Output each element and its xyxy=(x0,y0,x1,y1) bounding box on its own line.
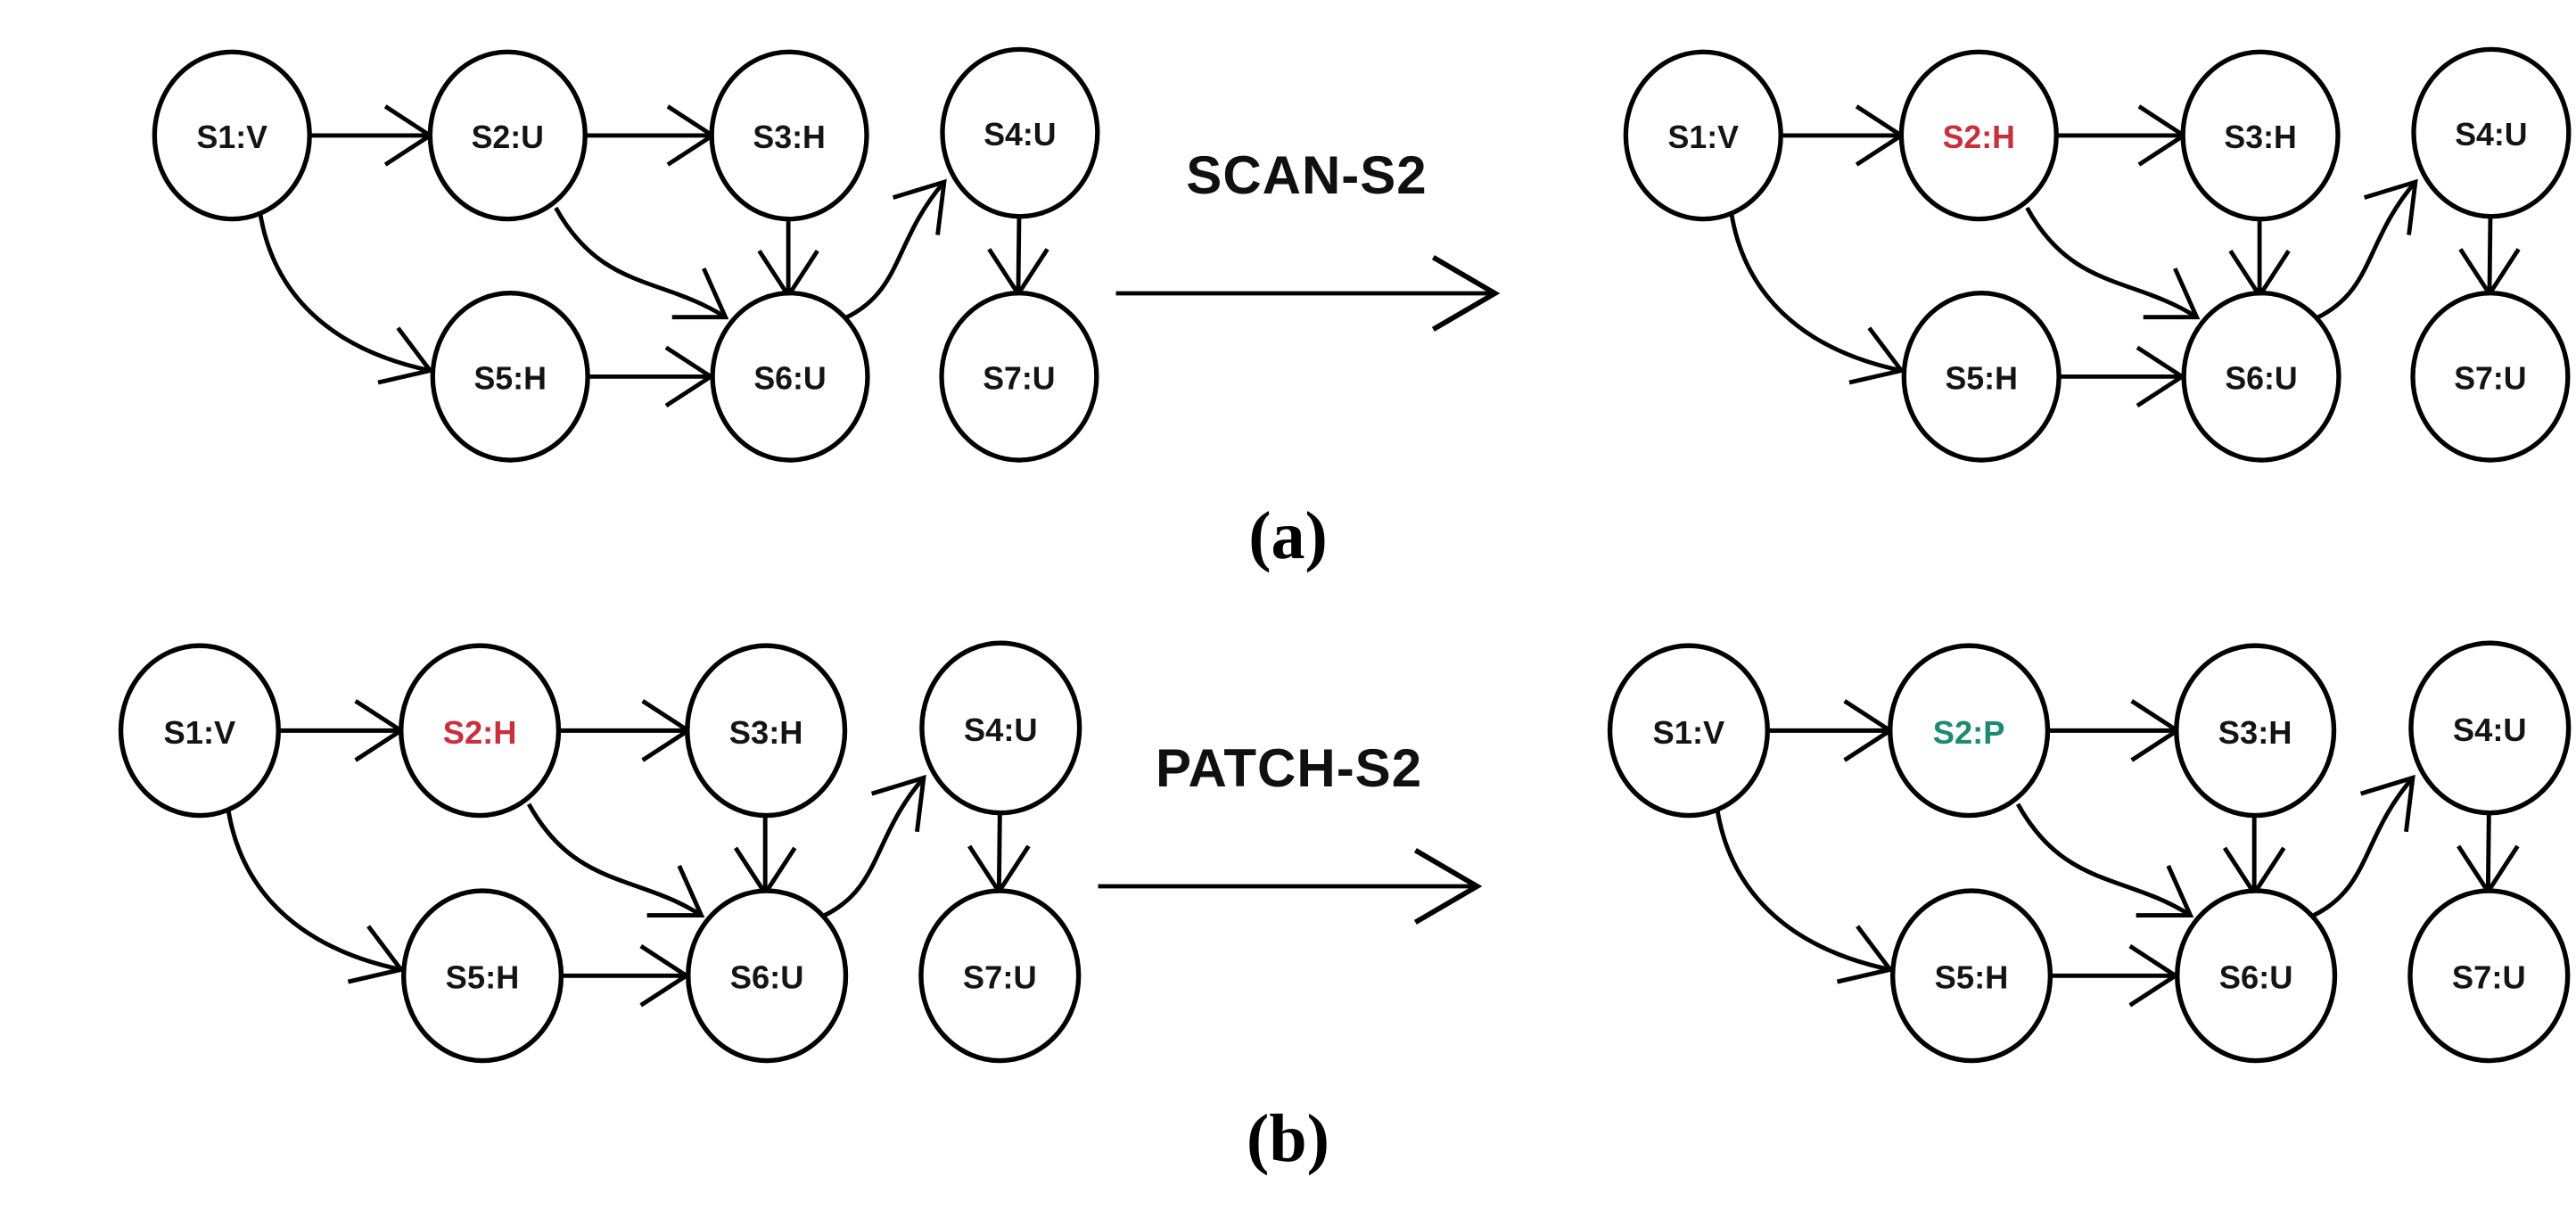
node-S7 xyxy=(918,888,1082,1064)
node-S6 xyxy=(2174,888,2337,1064)
node-label-S1: S1:V xyxy=(1652,714,1724,751)
caption-b: (b) xyxy=(1247,1101,1329,1176)
node-label-S2: S2:H xyxy=(1942,119,2014,155)
node-S4 xyxy=(940,46,1100,219)
edge-S2-S6 xyxy=(2024,206,2198,319)
node-label-S5: S5:H xyxy=(473,360,546,396)
caption-a: (a) xyxy=(1248,498,1328,573)
node-S2 xyxy=(1898,49,2059,222)
node-label-S6: S6:U xyxy=(730,959,804,996)
node-label-S4: S4:U xyxy=(983,117,1056,152)
edge-S4-S7 xyxy=(2485,814,2491,893)
node-S2 xyxy=(1887,643,2050,819)
node-S5 xyxy=(400,888,564,1064)
arrowhead-icon-S6-S4 xyxy=(2359,774,2416,833)
arrowhead-icon-S1-S5 xyxy=(377,326,434,385)
edge-S4-S7 xyxy=(996,814,1002,893)
arrowhead-icon-S2-S6 xyxy=(2143,267,2200,320)
node-label-S2: S2:H xyxy=(443,714,517,751)
node-label-S4: S4:U xyxy=(2452,712,2526,748)
edge-S6-S4 xyxy=(2315,180,2417,320)
edge-S2-S6 xyxy=(554,206,727,319)
node-S7 xyxy=(939,291,1099,463)
panel-b-row: S1:V S2:H S3:H S4:U S5:H S6:U S7:U PATCH-S2 S1… xyxy=(0,597,2576,1092)
node-S4 xyxy=(919,640,1082,816)
node-label-S6: S6:U xyxy=(2218,959,2292,996)
arrowhead-icon-S1-S5 xyxy=(1848,326,1905,385)
node-S1 xyxy=(118,643,281,819)
node-label-S3: S3:H xyxy=(753,119,825,155)
node-label-S4: S4:U xyxy=(2455,117,2527,152)
node-S4 xyxy=(2410,46,2571,219)
arrowhead-icon-S6-S4 xyxy=(870,774,926,833)
node-label-S2: S2:U xyxy=(472,119,544,155)
panel-b-left-graph: S1:V S2:H S3:H S4:U S5:H S6:U S7:U xyxy=(118,640,1082,1064)
node-S3 xyxy=(2173,643,2336,819)
transform-arrow-icon xyxy=(1098,848,1482,925)
edge-S6-S4 xyxy=(2310,776,2415,918)
operation-label-scan: SCAN-S2 xyxy=(1186,145,1428,205)
node-label-S4: S4:U xyxy=(964,712,1038,748)
node-S1 xyxy=(1607,643,1770,819)
node-label-S5: S5:H xyxy=(1945,360,2017,396)
node-S7 xyxy=(2409,291,2570,463)
arrowhead-icon-S1-S5 xyxy=(1836,925,1894,984)
edge-S1-S5 xyxy=(257,209,431,373)
node-label-S6: S6:U xyxy=(2225,360,2297,396)
node-S2 xyxy=(399,643,562,819)
panel-a-right-graph: S1:V S2:H S3:H S4:U S5:H S6:U S7:U xyxy=(1623,46,2571,463)
node-S3 xyxy=(709,49,869,222)
panel-a-row: S1:V S2:U S3:H S4:U S5:H S6:U S7:U SCAN-S2 S1:… xyxy=(0,4,2576,491)
node-S2 xyxy=(427,49,588,222)
node-label-S6: S6:U xyxy=(753,360,826,396)
node-S1 xyxy=(1623,49,1783,222)
node-S3 xyxy=(2180,49,2341,222)
node-label-S5: S5:H xyxy=(1934,959,2008,996)
arrowhead-icon-S2-S6 xyxy=(2136,864,2193,917)
edge-S6-S4 xyxy=(844,180,946,320)
panel-b-transform: PATCH-S2 xyxy=(1088,597,1491,1078)
node-label-S1: S1:V xyxy=(197,119,268,155)
arrowhead-icon-S6-S4 xyxy=(892,178,947,235)
node-label-S7: S7:U xyxy=(983,360,1055,396)
node-S6 xyxy=(686,888,849,1064)
node-label-S7: S7:U xyxy=(963,959,1037,996)
node-label-S3: S3:H xyxy=(2224,119,2296,155)
node-S3 xyxy=(685,643,848,819)
node-label-S7: S7:U xyxy=(2451,959,2525,996)
operation-label-patch: PATCH-S2 xyxy=(1155,738,1423,798)
node-S6 xyxy=(710,291,870,463)
panel-a-left-graph: S1:V S2:U S3:H S4:U S5:H S6:U S7:U xyxy=(152,46,1100,463)
edge-S1-S5 xyxy=(1714,805,1890,972)
node-S1 xyxy=(152,49,312,222)
edge-S2-S6 xyxy=(2015,802,2192,917)
node-label-S1: S1:V xyxy=(1667,119,1739,155)
arrowhead-icon-S2-S6 xyxy=(671,267,729,320)
arrowhead-icon-S6-S4 xyxy=(2363,178,2418,235)
node-S7 xyxy=(2407,888,2570,1064)
arrowhead-icon-S1-S5 xyxy=(347,925,405,984)
panel-b-right-graph: S1:V S2:P S3:H S4:U S5:H S6:U S7:U xyxy=(1607,640,2571,1064)
edge-S4-S7 xyxy=(2487,218,2492,294)
node-label-S2: S2:P xyxy=(1932,714,2004,751)
edge-S2-S6 xyxy=(526,802,703,917)
node-label-S3: S3:H xyxy=(2218,714,2292,751)
node-S5 xyxy=(1901,291,2062,463)
edge-S6-S4 xyxy=(821,776,926,918)
arrowhead-icon-S2-S6 xyxy=(646,864,705,917)
edge-S1-S5 xyxy=(1728,209,1902,373)
node-S6 xyxy=(2180,291,2341,463)
node-label-S7: S7:U xyxy=(2454,360,2526,396)
node-S5 xyxy=(430,291,590,463)
edge-S1-S5 xyxy=(225,805,402,972)
transform-arrow-icon xyxy=(1115,255,1500,332)
edge-S4-S7 xyxy=(1016,218,1022,294)
node-S5 xyxy=(1889,888,2053,1064)
node-label-S3: S3:H xyxy=(729,714,803,751)
node-S4 xyxy=(2407,640,2571,816)
node-label-S5: S5:H xyxy=(446,959,520,996)
node-label-S1: S1:V xyxy=(164,714,236,751)
panel-a-transform: SCAN-S2 xyxy=(1106,4,1509,485)
